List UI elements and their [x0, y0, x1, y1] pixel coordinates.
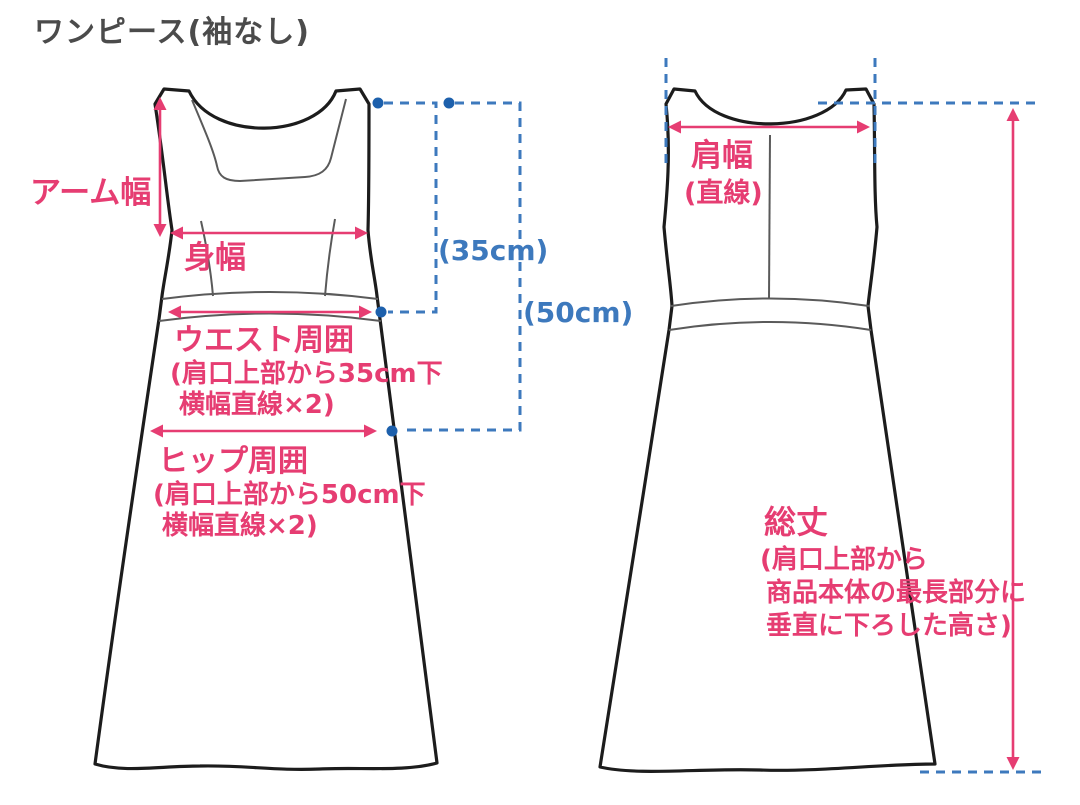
guide-50cm-label: (50cm): [523, 296, 634, 329]
page-title: ワンピース(袖なし): [34, 15, 310, 50]
waist-label: ウエスト周囲: [174, 323, 354, 358]
shoulder-width-label: 肩幅: [691, 138, 753, 174]
guide-dot-shoulder-50: [443, 97, 455, 109]
body-width-label: 身幅: [184, 240, 246, 276]
front-princess-seam-right: [324, 218, 336, 297]
hip-width-arrow: [150, 424, 377, 438]
back-waistband-upper-seam: [670, 297, 870, 307]
guide-dot-shoulder-35: [372, 97, 384, 109]
back-dress-outline: [598, 87, 937, 773]
total-length-label: 総丈: [764, 503, 829, 541]
hip-note-line1: (肩口上部から50cm下: [153, 480, 426, 510]
shoulder-width-note: (直線): [684, 178, 763, 209]
guide-dot-waist: [375, 306, 387, 318]
waist-note-line2: 横幅直線×2): [179, 390, 335, 420]
total-length-arrow: [1006, 108, 1020, 770]
front-dress-body: [93, 87, 439, 771]
front-waistband-lower-seam: [158, 312, 382, 322]
waist-width-arrow: [168, 305, 372, 319]
total-length-note-line1: (肩口上部から: [760, 545, 928, 575]
guide-dots: [372, 97, 455, 437]
back-center-seam: [768, 134, 771, 300]
guide-lines: [384, 58, 1042, 774]
body-width-arrow: [170, 226, 368, 240]
back-dress-body: [598, 87, 937, 773]
guide-dot-hip: [386, 425, 398, 437]
front-neckline-seam: [191, 98, 347, 183]
arm-width-label: アーム幅: [30, 175, 152, 211]
guide-35cm-line: [384, 101, 438, 314]
waist-note-line1: (肩口上部から35cm下: [170, 359, 443, 389]
guide-50cm-line: [400, 101, 522, 432]
guide-35cm-label: (35cm): [438, 234, 549, 267]
shoulder-width-arrow: [668, 120, 870, 134]
arm-width-arrow: [153, 97, 167, 237]
front-waistband-upper-seam: [161, 291, 379, 300]
hip-label: ヒップ周囲: [158, 444, 308, 479]
total-length-note-line3: 垂直に下ろした高さ): [766, 611, 1012, 641]
hip-note-line2: 横幅直線×2): [162, 511, 318, 541]
measurement-arrows: [150, 97, 1020, 770]
total-length-note-line2: 商品本体の最長部分に: [766, 578, 1027, 608]
back-waistband-lower-seam: [668, 321, 872, 331]
front-dress-outline: [93, 87, 439, 771]
front-princess-seam-left: [200, 220, 214, 297]
